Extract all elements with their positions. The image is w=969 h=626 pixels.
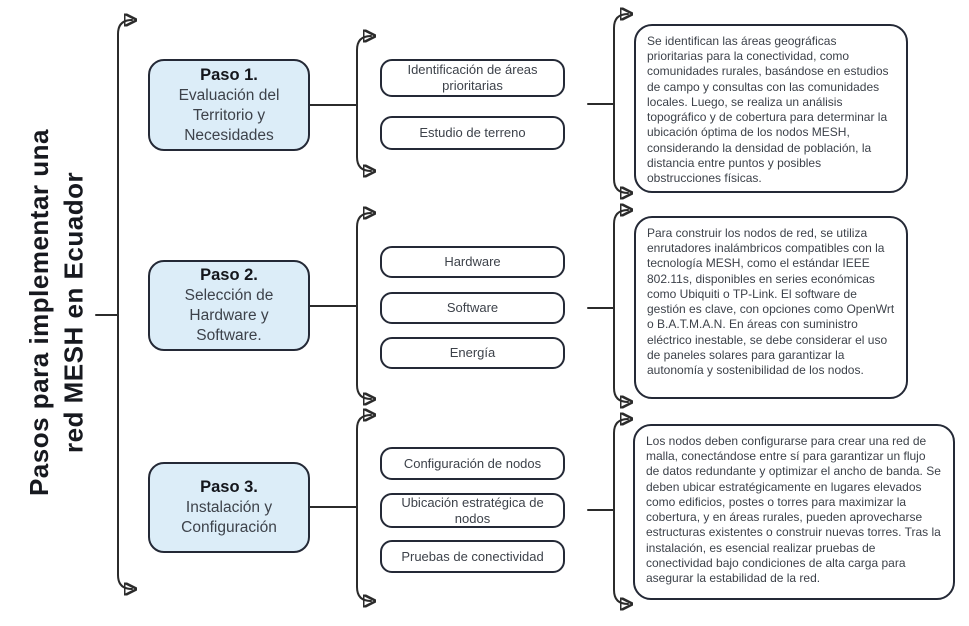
step2-item-hardware: Hardware xyxy=(380,246,565,278)
step1-name: Evaluación del Territorio y Necesidades xyxy=(178,86,280,144)
step1-description-box: Se identifican las áreas geográficas pri… xyxy=(634,24,908,193)
step3-name: Instalación y Configuración xyxy=(181,499,277,537)
step2-item-software: Software xyxy=(380,292,565,324)
step3-description-box: Los nodos deben configurarse para crear … xyxy=(633,424,955,600)
step2-name: Selección de Hardware y Software. xyxy=(184,287,274,345)
step3-box: Paso 3. Instalación y Configuración xyxy=(148,462,310,553)
step2-desc-bracket xyxy=(613,210,628,402)
diagram-title-line2: red MESH en Ecuador xyxy=(58,172,88,454)
step2-items-bracket xyxy=(356,213,371,399)
step1-label: Paso 1. xyxy=(200,65,258,84)
step1-item-identificacion-areas: Identificación de áreas prioritarias xyxy=(380,59,565,97)
step2-box: Paso 2. Selección de Hardware y Software… xyxy=(148,260,310,351)
step3-items-bracket xyxy=(356,415,371,601)
step2-description-box: Para construir los nodos de red, se util… xyxy=(634,216,908,399)
step3-item-pruebas-conectividad: Pruebas de conectividad xyxy=(380,540,565,573)
step1-desc-bracket xyxy=(613,14,628,193)
step3-label: Paso 3. xyxy=(200,477,258,496)
step3-item-configuracion-nodos: Configuración de nodos xyxy=(380,447,565,480)
main-bracket-arrows xyxy=(117,20,132,589)
diagram-title-text: Pasos para implementar una red MESH en E… xyxy=(22,129,91,496)
step3-desc-bracket xyxy=(613,419,628,604)
diagram-title: Pasos para implementar una red MESH en E… xyxy=(14,0,98,626)
step1-item-estudio-terreno: Estudio de terreno xyxy=(380,116,565,150)
step1-box: Paso 1. Evaluación del Territorio y Nece… xyxy=(148,59,310,151)
diagram-title-line1: Pasos para implementar una xyxy=(23,129,54,497)
step3-item-ubicacion-estrategica: Ubicación estratégica de nodos xyxy=(380,493,565,528)
step1-items-bracket xyxy=(356,36,371,171)
step2-item-energia: Energía xyxy=(380,337,565,369)
step2-label: Paso 2. xyxy=(200,266,258,285)
